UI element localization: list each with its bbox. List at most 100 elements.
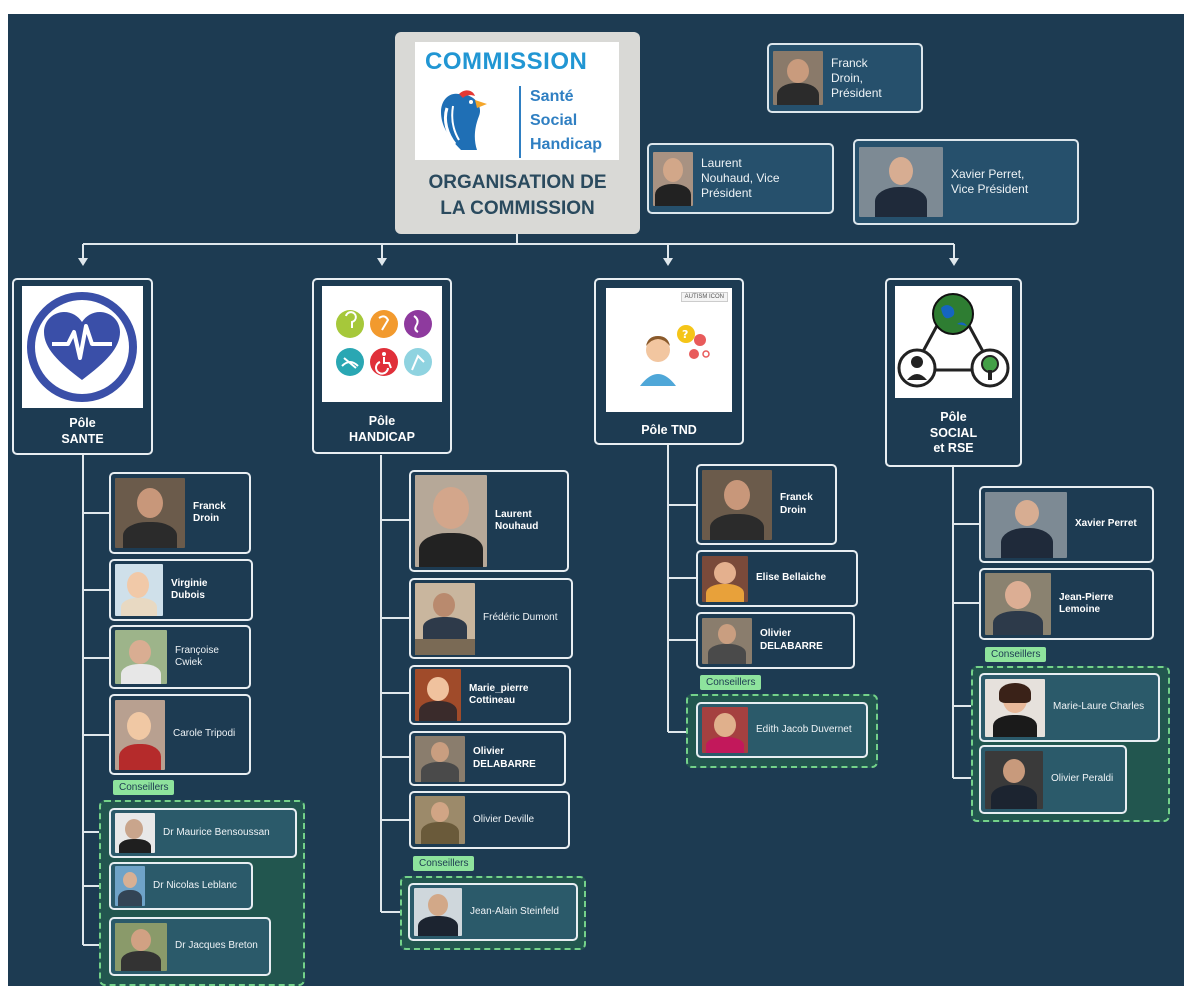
member-card: Carole Tripodi [109,694,251,775]
advisor-name: Olivier Peraldi [1051,773,1114,785]
advisor-card: Jean-Alain Steinfeld [408,883,578,941]
president-name: Franck Droin, Président [831,55,882,100]
pole-handicap-image [322,286,442,402]
member-name: Olivier DELABARRE [760,628,823,652]
avatar [859,147,943,217]
vice-president-card: Laurent Nouhaud, Vice Président [647,143,834,214]
member-name: Laurent Nouhaud [495,508,539,533]
avatar [415,796,465,844]
avatar [415,475,487,567]
avatar [702,707,748,753]
avatar [415,735,465,782]
avatar [115,478,185,548]
social-rse-icon [897,292,1010,388]
avatar [414,888,462,936]
member-card: Olivier DELABARRE [696,612,855,669]
logo-social: Social [530,112,578,129]
avatar [985,573,1051,635]
logo-handicap: Handicap [530,136,603,153]
member-card: Frédéric Dumont [409,578,573,659]
member-card: Virginie Dubois [109,559,253,621]
logo-divider [519,86,521,158]
pole-sante-image [22,286,143,408]
avatar [985,750,1043,809]
member-card: Marie_pierre Cottineau [409,665,571,725]
advisor-name: Jean-Alain Steinfeld [470,905,559,917]
member-name: Xavier Perret [1075,518,1137,530]
avatar [115,630,167,684]
conseillers-tag: Conseillers [413,856,475,871]
pole-sante: Pôle SANTE [12,278,153,455]
avatar [115,564,163,616]
pole-handicap-label: Pôle HANDICAP [349,414,415,444]
member-name: Elise Bellaiche [756,572,827,584]
logo-sante: Santé [530,88,574,105]
advisor-name: Edith Jacob Duvernet [756,723,852,735]
svg-text:?: ? [682,328,688,341]
advisor-card: Olivier Peraldi [979,745,1127,814]
pole-tnd: AUTISM ICON ? Pôle TND [594,278,744,445]
autism-icon-caption: AUTISM ICON [680,292,728,302]
avatar [702,469,772,540]
advisor-name: Dr Jacques Breton [175,940,258,952]
pole-handicap: Pôle HANDICAP [312,278,452,454]
member-card: Elise Bellaiche [696,550,858,607]
member-name: Franck Droin [193,500,226,525]
member-card: Jean-Pierre Lemoine [979,568,1154,640]
member-name: Jean-Pierre Lemoine [1059,591,1114,616]
pole-social: Pôle SOCIAL et RSE [885,278,1022,467]
autism-icon: ? [640,325,710,386]
organisation-title: ORGANISATION DE LA COMMISSION [428,172,607,219]
commission-logo: COMMISSION Santé Social Handicap [415,42,619,160]
avatar [115,699,165,770]
pole-tnd-image: AUTISM ICON ? [606,288,732,412]
avatar [115,922,167,971]
commission-heading: COMMISSION [425,48,588,75]
avatar [115,813,155,853]
disability-icons [336,310,432,376]
advisor-name: Marie-Laure Charles [1053,701,1145,713]
avatar [985,491,1067,558]
member-card: Franck Droin [109,472,251,554]
member-card: Olivier Deville [409,791,570,849]
member-name: Marie_pierre Cottineau [469,682,529,707]
commission-title-block: COMMISSION Santé Social Handicap ORGANIS… [395,32,640,234]
member-name: Françoise Cwiek [175,644,219,669]
avatar [702,555,748,602]
pole-social-image [895,286,1012,398]
member-name: Olivier Deville [473,813,535,825]
advisor-card: Marie-Laure Charles [979,673,1160,742]
member-card: Laurent Nouhaud [409,470,569,572]
vice-president-name: Xavier Perret, Vice Président [951,167,1029,196]
avatar [985,678,1045,737]
rooster-icon [441,90,487,150]
advisor-card: Dr Nicolas Leblanc [109,862,253,910]
avatar [115,866,145,906]
member-name: Virginie Dubois [171,577,208,602]
member-name: Olivier DELABARRE [473,746,536,770]
member-name: Franck Droin [780,492,813,516]
member-name: Frédéric Dumont [483,612,558,624]
vice-president-name: Laurent Nouhaud, Vice Président [701,156,780,200]
advisor-name: Dr Maurice Bensoussan [163,826,270,838]
conseillers-tag: Conseillers [700,675,762,690]
heart-pulse-icon [27,292,137,402]
conseillers-tag: Conseillers [985,647,1047,662]
member-card: Franck Droin [696,464,837,545]
vice-president-card: Xavier Perret, Vice Président [853,139,1079,225]
avatar [773,51,823,105]
advisor-card: Edith Jacob Duvernet [696,702,868,758]
member-name: Carole Tripodi [173,728,236,740]
pole-sante-label: Pôle SANTE [61,416,104,446]
advisor-card: Dr Jacques Breton [109,917,271,976]
advisor-name: Dr Nicolas Leblanc [153,879,237,891]
president-card: Franck Droin, Président [767,43,923,113]
member-card: Xavier Perret [979,486,1154,563]
advisor-card: Dr Maurice Bensoussan [109,808,297,858]
pole-tnd-label: Pôle TND [641,423,697,437]
avatar [415,669,461,721]
conseillers-tag: Conseillers [113,780,175,795]
avatar [653,151,693,206]
member-card: Françoise Cwiek [109,625,251,689]
